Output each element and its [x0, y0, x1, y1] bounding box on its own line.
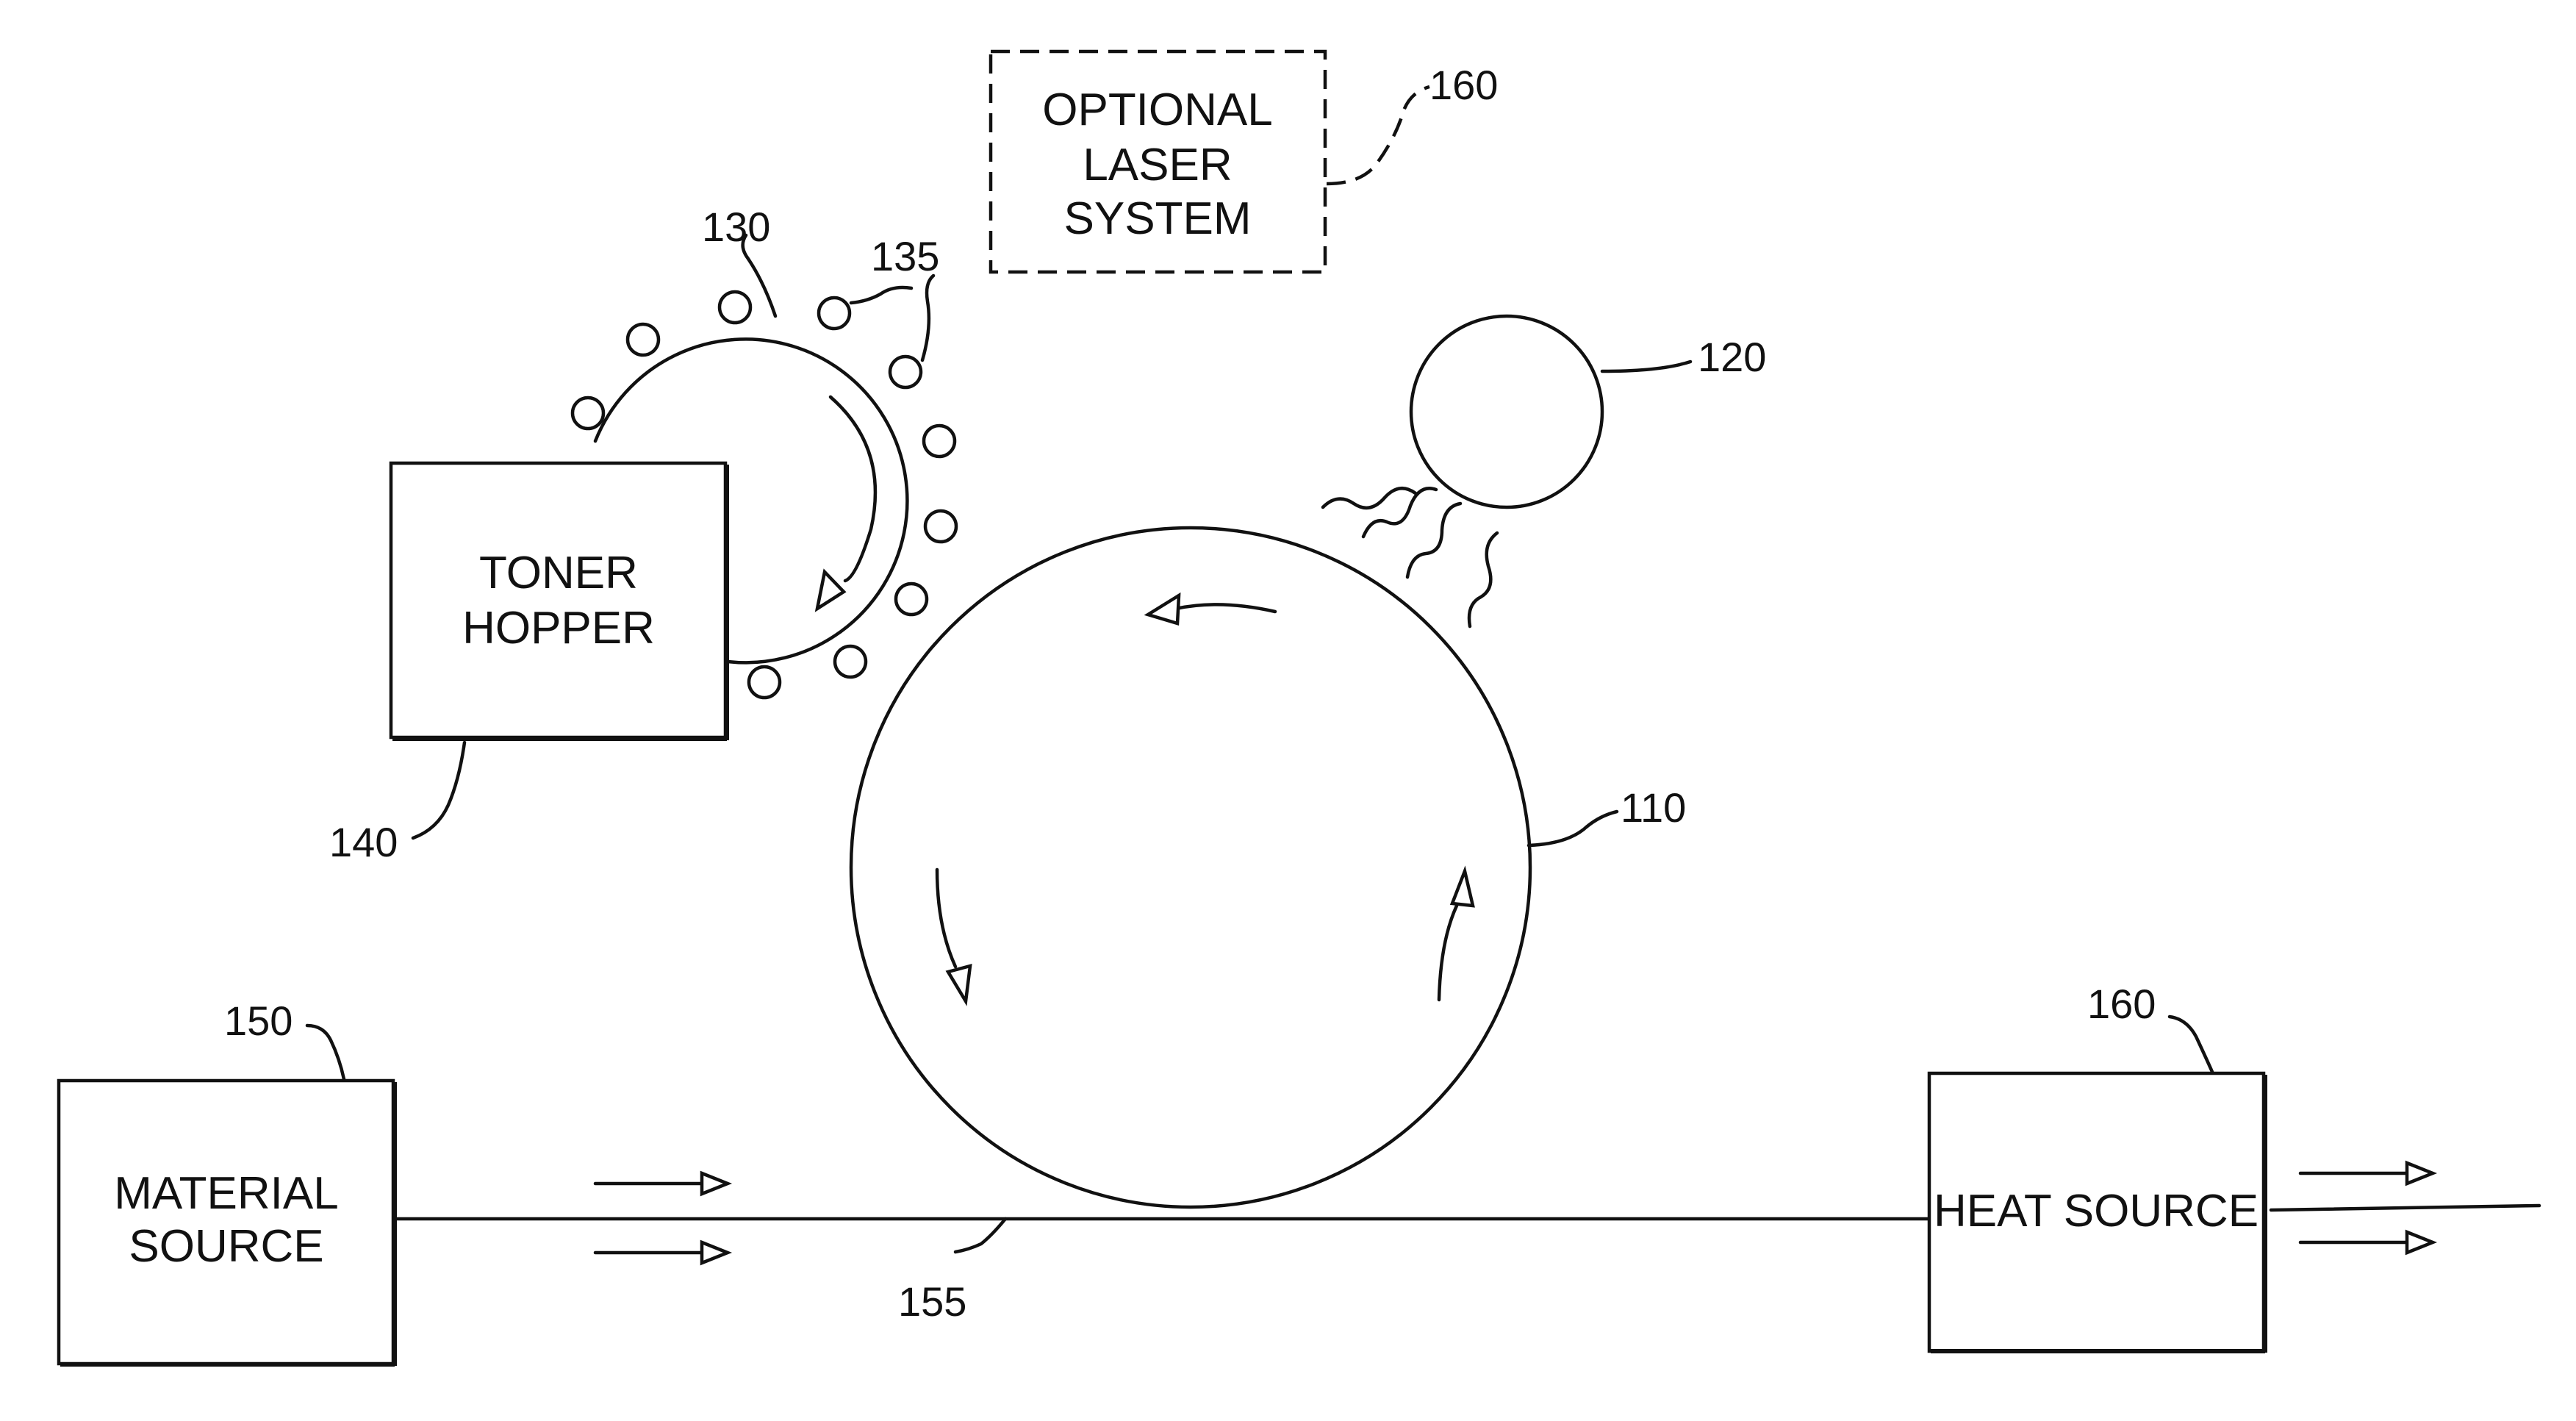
arrow-right-icon: [702, 1242, 728, 1263]
drum-rotation-arrow-right: [1439, 906, 1457, 1000]
ref-160-laser: 160: [1429, 62, 1498, 108]
laser-label-line2: LASER: [1083, 140, 1232, 190]
ref-110: 110: [1621, 784, 1686, 831]
ref-120: 120: [1698, 334, 1766, 380]
arrow-right-icon: [2407, 1163, 2433, 1184]
ref-135: 135: [871, 233, 939, 279]
arrowhead-up-icon: [1452, 871, 1473, 906]
ref-150: 150: [224, 998, 293, 1044]
laser-label-line3: SYSTEM: [1064, 193, 1252, 244]
drum-rotation-arrow-left: [937, 870, 955, 967]
heat-source: HEAT SOURCE: [1929, 1073, 2265, 1353]
arrowhead-down-icon: [948, 966, 970, 1001]
optional-laser-system: OPTIONAL LASER SYSTEM: [991, 51, 1429, 272]
arrowhead-left-icon: [1148, 595, 1179, 623]
charge-wave-4: [1469, 533, 1497, 626]
charger-roller: [1323, 316, 1602, 626]
developer-rotation-arrow: [830, 397, 875, 581]
drum: [851, 528, 1530, 1207]
ref-140: 140: [329, 819, 398, 865]
arrow-right-icon: [702, 1173, 728, 1194]
arrowhead-down-left-icon: [817, 572, 844, 609]
toner-hopper-label-line2: HOPPER: [462, 603, 655, 654]
toner-hopper-label-line1: TONER: [479, 548, 638, 598]
charge-wave-1: [1323, 488, 1416, 508]
arrow-right-icon: [2407, 1232, 2433, 1253]
material-source: MATERIAL SOURCE: [59, 1081, 395, 1366]
toner-hopper: TONER HOPPER: [391, 463, 727, 740]
ref-160-heat: 160: [2087, 981, 2156, 1027]
laser-label-line1: OPTIONAL: [1042, 85, 1273, 135]
charge-wave-2: [1363, 488, 1436, 537]
drum-rotation-arrow-top: [1176, 604, 1275, 612]
charge-wave-3: [1407, 504, 1460, 577]
ref-130: 130: [702, 204, 770, 250]
ref-155: 155: [898, 1278, 966, 1325]
leader-lines: [307, 235, 2212, 1252]
material-source-label-line1: MATERIAL: [114, 1168, 338, 1219]
material-source-label-line2: SOURCE: [129, 1221, 323, 1272]
heat-source-label: HEAT SOURCE: [1934, 1186, 2259, 1236]
laser-leader: [1327, 87, 1429, 184]
